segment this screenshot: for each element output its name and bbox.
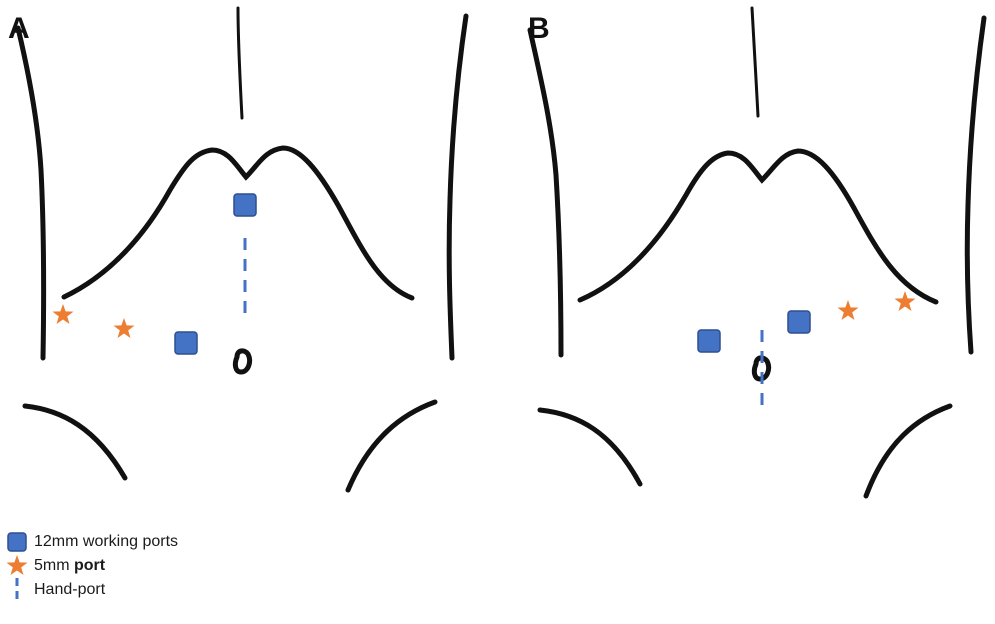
panel-b-5mm-port-lateral	[894, 291, 916, 311]
panel-b-left-groin	[537, 407, 643, 487]
panel-b-midline	[750, 6, 760, 118]
panel-a-costal-margin	[61, 145, 415, 301]
legend-item-hand-port: Hand-port	[6, 578, 236, 602]
legend-item-working-ports: 12mm working ports	[6, 530, 236, 554]
panel-b-right-groin	[863, 403, 953, 499]
panel-a-midline	[236, 6, 244, 120]
panel-b-working-port-left	[697, 329, 721, 353]
legend-item-5mm-port: 5mm port	[6, 554, 236, 578]
panel-b-costal-margin	[577, 148, 939, 305]
panel-a-torso	[15, 6, 469, 493]
panel-b-working-port-right	[787, 310, 811, 334]
panel-a-right-groin	[345, 399, 438, 493]
blue-square-icon	[6, 531, 28, 553]
panel-a-navel	[232, 348, 253, 375]
panel-a-working-port-lower	[174, 331, 198, 355]
legend: 12mm working ports 5mm port Hand-port	[6, 530, 236, 602]
legend-label-5mm-bold: port	[74, 557, 106, 574]
panel-a-left-groin	[22, 403, 128, 481]
panel-b-torso	[527, 6, 987, 499]
orange-star-icon	[6, 555, 28, 577]
panel-a-left-flank	[15, 25, 47, 361]
panel-a-5mm-port-medial	[113, 318, 135, 338]
panel-a-working-port-upper	[233, 193, 257, 217]
panel-b-left-flank	[527, 27, 564, 358]
panel-b-label: B	[528, 12, 550, 45]
panel-a-5mm-port-lateral	[52, 304, 74, 324]
legend-label-working-ports: 12mm working ports	[34, 533, 179, 550]
panel-a-right-flank	[446, 13, 469, 361]
panel-b-5mm-port-medial	[837, 300, 859, 320]
panel-b-right-flank	[964, 15, 987, 355]
legend-label-hand-port: Hand-port	[34, 581, 106, 598]
blue-dashed-line-icon	[6, 578, 28, 602]
legend-label-5mm-prefix: 5mm	[34, 557, 74, 574]
panel-a-label: A	[8, 12, 30, 45]
panel-b-ports	[697, 291, 916, 412]
panel-a-ports	[52, 193, 257, 355]
panel-b-navel	[751, 355, 772, 382]
legend-label-5mm-port: 5mm port	[34, 557, 105, 575]
